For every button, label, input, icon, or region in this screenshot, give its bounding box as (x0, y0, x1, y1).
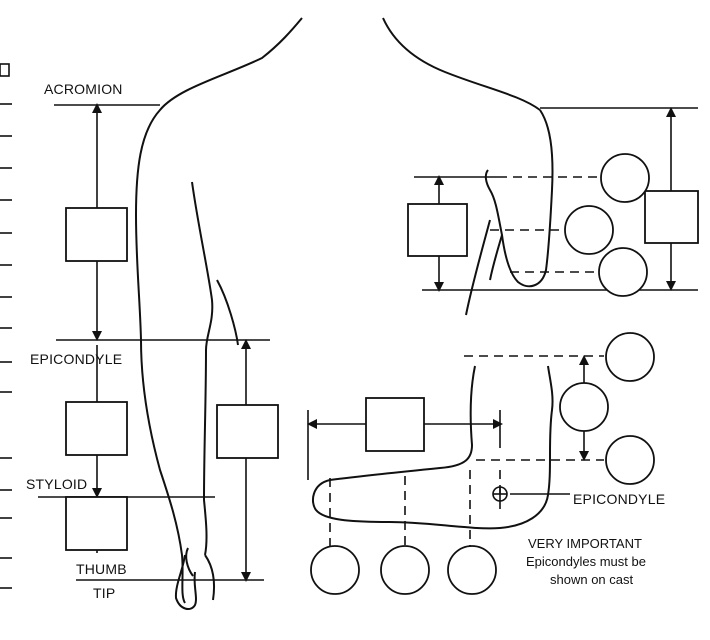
note-line-3: shown on cast (550, 572, 633, 587)
forearm-dashed-lines (329, 355, 604, 548)
tip-label: TIP (93, 585, 115, 601)
thumb-label: THUMB (76, 561, 127, 577)
forearm-reference-lines (307, 410, 503, 480)
note-line-2: Epicondyles must be (526, 554, 646, 569)
upper-arm-stump-outline (465, 109, 554, 316)
forearm-circumference-distal[interactable] (310, 545, 360, 595)
stump-length-box[interactable] (407, 203, 468, 257)
left-ruler-ticks (0, 63, 12, 589)
styloid-to-thumb-box[interactable] (65, 496, 128, 551)
forearm-stump-outline (312, 365, 554, 530)
epicondyle-to-tip-box[interactable] (216, 404, 279, 459)
forearm-circumference-proximal[interactable] (447, 545, 497, 595)
forearm-circumference-lower[interactable] (605, 435, 655, 485)
styloid-label: STYLOID (26, 476, 87, 492)
epicondyle-label-right: EPICONDYLE (573, 491, 665, 507)
epicondyle-to-styloid-box[interactable] (65, 401, 128, 456)
acromion-to-end-box[interactable] (644, 190, 699, 244)
stump-circumference-top[interactable] (600, 153, 650, 203)
note-heading: VERY IMPORTANT (528, 536, 642, 551)
forearm-length-box[interactable] (365, 397, 425, 452)
acromion-label: ACROMION (44, 81, 123, 97)
stump-dashed-lines (490, 176, 602, 273)
epicondyle-marker-icon (492, 486, 508, 502)
ruler-top-box (0, 63, 10, 77)
forearm-circumference-center[interactable] (380, 545, 430, 595)
epicondyle-label-left: EPICONDYLE (30, 351, 122, 367)
forearm-circumference-top[interactable] (605, 332, 655, 382)
stump-circumference-bottom[interactable] (598, 247, 648, 297)
forearm-circumference-middle[interactable] (559, 382, 609, 432)
acromion-to-epicondyle-box[interactable] (65, 207, 128, 262)
stump-circumference-mid[interactable] (564, 205, 614, 255)
full-arm-outline (134, 17, 541, 611)
